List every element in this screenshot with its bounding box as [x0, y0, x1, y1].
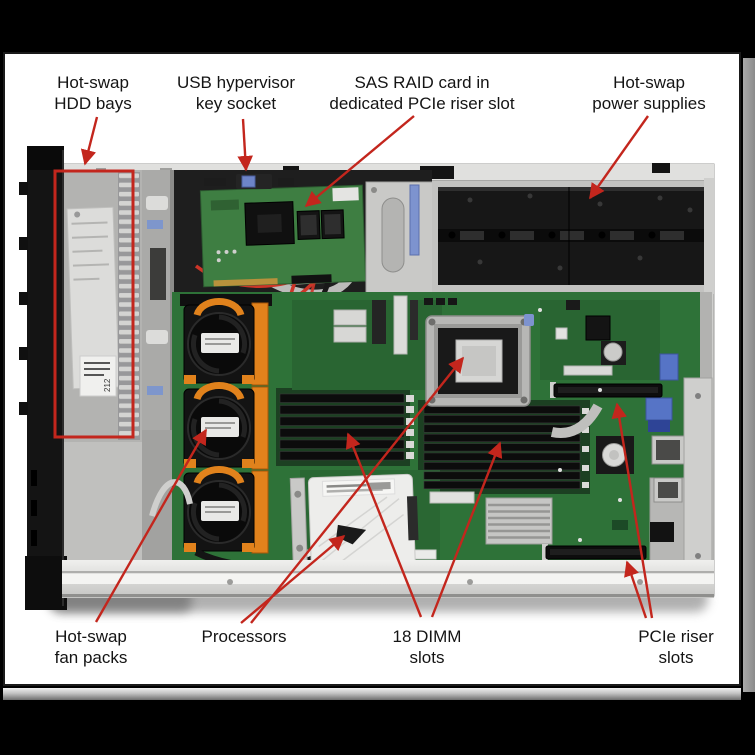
label-line: Hot-swap: [55, 627, 127, 646]
label-pcie-riser: PCIe riser slots: [638, 626, 714, 668]
label-fan-packs: Hot-swap fan packs: [55, 626, 128, 668]
label-line: key socket: [195, 94, 277, 113]
figure-drop-shadow-bottom: [3, 688, 741, 700]
label-line: SAS RAID card in: [354, 73, 490, 92]
label-line: 18 DIMM: [392, 627, 462, 646]
label-sas-raid: SAS RAID card in dedicated PCIe riser sl…: [329, 72, 514, 114]
hdd-bay-area: 212: [64, 170, 174, 442]
label-line: Hot-swap: [57, 73, 129, 92]
hdd-bays-highlight-box: [53, 169, 135, 439]
label-hdd-bays: Hot-swap HDD bays: [54, 72, 131, 114]
label-processors: Processors: [201, 626, 286, 647]
arrow-pcie-lower: [624, 560, 648, 619]
label-line: Processors: [201, 627, 287, 646]
arrow-dimm-left: [345, 432, 423, 618]
label-line: fan packs: [54, 648, 128, 667]
arrow-usb-key: [237, 118, 253, 172]
fan-pack-3: [183, 466, 269, 554]
dimm-bank-left: [279, 393, 414, 461]
power-supply-bays: [432, 178, 714, 294]
hdd-sticker-text: 212: [103, 378, 112, 392]
pcie-slot-upper: [550, 382, 663, 398]
label-dimm-slots: 18 DIMM slots: [393, 626, 462, 668]
arrow-fan-packs: [94, 428, 208, 623]
label-line: HDD bays: [54, 94, 132, 113]
arrow-pcie-upper: [611, 402, 654, 619]
label-line: power supplies: [592, 94, 706, 113]
label-line: USB hypervisor: [176, 73, 296, 92]
label-line: Hot-swap: [613, 73, 685, 92]
sas-raid-card: [199, 184, 367, 288]
pcie-slot-lower: [542, 544, 647, 560]
label-usb-key: USB hypervisor key socket: [177, 72, 295, 114]
arrow-processor-1: [240, 534, 346, 624]
label-line: slots: [658, 648, 694, 667]
board-components-right: [538, 300, 713, 573]
chassis-front-rail: [62, 560, 714, 598]
label-line: dedicated PCIe riser slot: [329, 94, 515, 113]
arrow-power-supplies: [589, 115, 649, 200]
label-line: slots: [409, 648, 445, 667]
arrow-sas-raid: [304, 115, 415, 207]
chipset-heatsink: [485, 497, 553, 545]
arrow-hdd-bays: [80, 116, 99, 166]
label-power-supplies: Hot-swap power supplies: [592, 72, 705, 114]
label-line: PCIe riser: [638, 627, 714, 646]
arrow-processor-2: [250, 356, 464, 624]
arrow-dimm-right: [430, 441, 503, 618]
usb-hypervisor-key-socket: [204, 174, 294, 189]
gray-cable: [149, 479, 193, 517]
fan-pack-1: [183, 298, 269, 386]
figure-drop-shadow-right: [743, 58, 755, 692]
